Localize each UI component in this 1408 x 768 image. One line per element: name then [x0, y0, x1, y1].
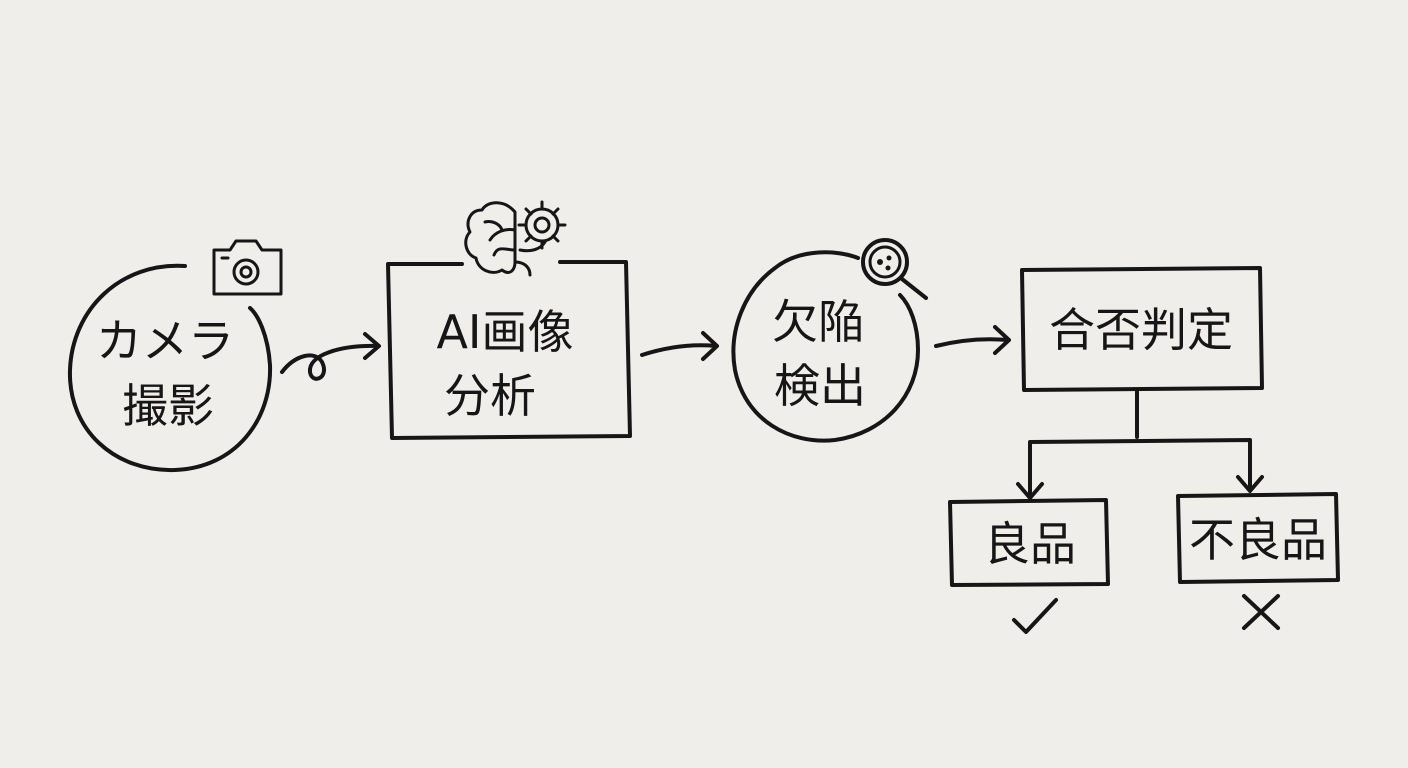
node-good-label: 良品	[984, 517, 1076, 571]
camera-icon	[212, 239, 283, 296]
brain-gear-icon	[464, 200, 567, 277]
magnifier-icon	[861, 238, 928, 300]
branch-connector	[1016, 390, 1264, 500]
node-defect-detection: 欠陥 検出	[731, 238, 928, 443]
node-camera-line1: カメラ	[96, 314, 234, 368]
node-judge-label: 合否判定	[1049, 303, 1233, 357]
node-camera-capture: カメラ 撮影	[67, 239, 283, 473]
node-pass-fail-judgement: 合否判定	[1020, 266, 1264, 392]
arrow-2	[640, 331, 719, 361]
arrow-3	[934, 325, 1011, 355]
cross-icon	[1242, 594, 1280, 630]
check-icon	[1012, 598, 1058, 634]
node-camera-line2: 撮影	[122, 379, 214, 433]
node-ai-line2: 分析	[444, 369, 536, 423]
node-ai-line1: AI画像	[436, 305, 573, 359]
node-defect-line2: 検出	[774, 359, 866, 413]
node-good-product: 良品	[948, 498, 1110, 634]
arrow-1	[280, 332, 381, 381]
node-ai-analysis: AI画像 分析	[386, 200, 632, 440]
node-bad-label: 不良品	[1189, 513, 1327, 567]
node-defective-product: 不良品	[1176, 492, 1340, 630]
node-defect-line1: 欠陥	[772, 295, 864, 349]
